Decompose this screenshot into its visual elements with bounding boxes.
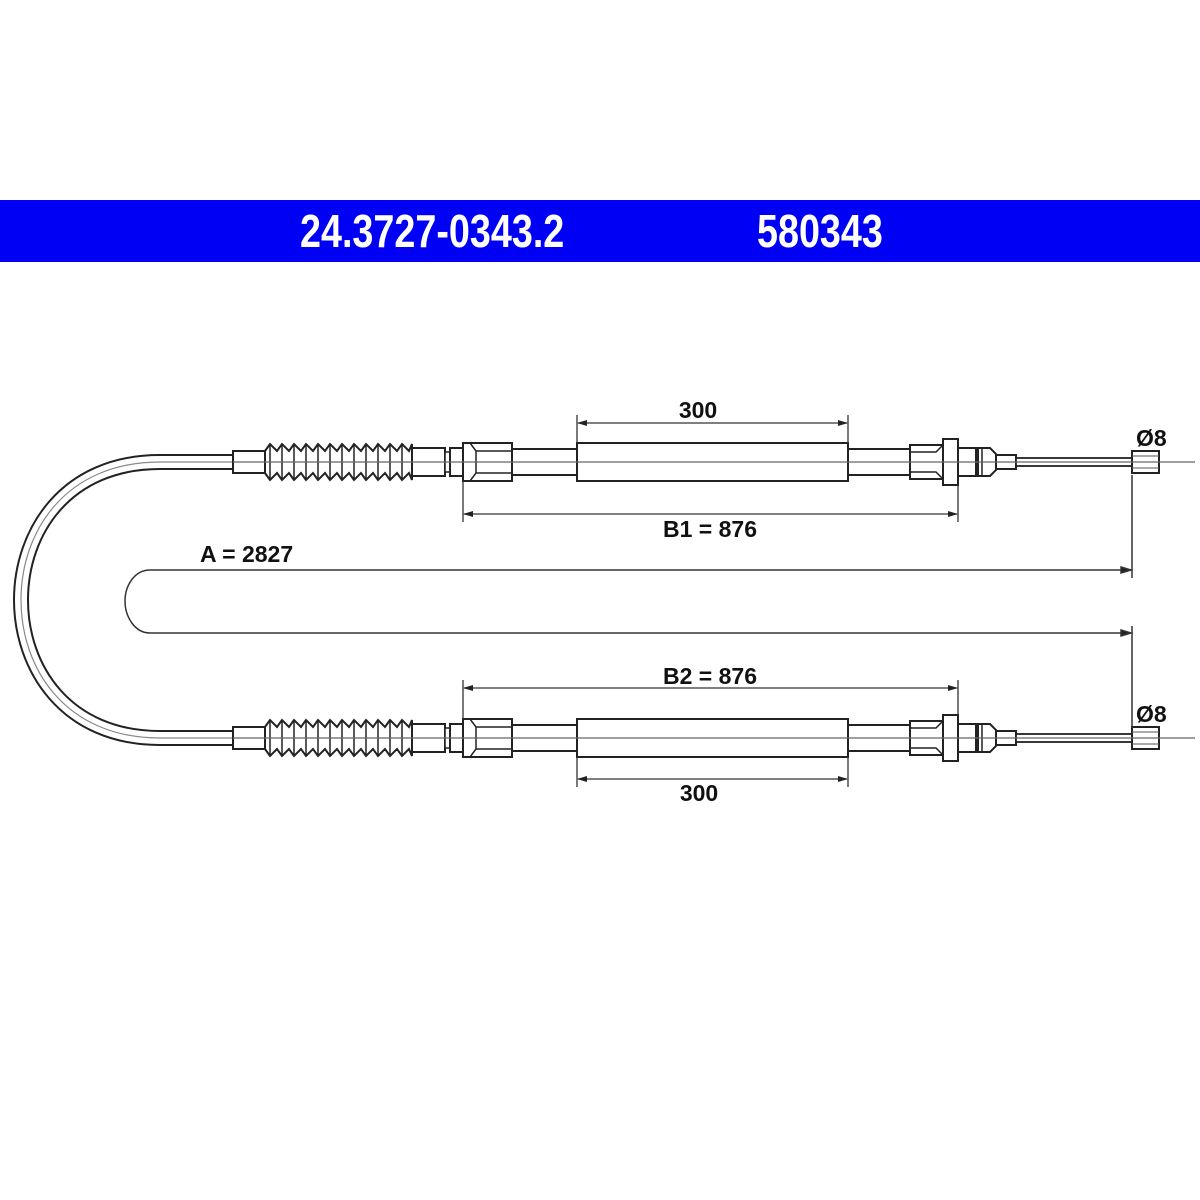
cable-branch-1	[232, 438, 1196, 486]
sleeve1-length-label: 300	[679, 397, 717, 423]
cable-loop	[12, 454, 233, 746]
a-length-label: A = 2827	[200, 541, 293, 567]
dimension-b2	[462, 680, 959, 719]
dimension-sleeve-1	[576, 415, 849, 443]
cable-branch-2	[232, 714, 1196, 762]
sleeve2-length-label: 300	[680, 780, 718, 806]
b1-length-label: B1 = 876	[663, 516, 757, 542]
dimension-a	[124, 475, 1134, 728]
title-banner: 24.3727-0343.2 580343	[0, 200, 1200, 262]
end1-diameter-label: Ø8	[1136, 425, 1167, 451]
dimension-b1	[462, 481, 959, 522]
dimension-sleeve-2	[576, 757, 849, 787]
b2-length-label: B2 = 876	[663, 663, 757, 689]
end2-diameter-label: Ø8	[1136, 701, 1167, 727]
reference-number: 580343	[757, 205, 883, 257]
part-number: 24.3727-0343.2	[300, 205, 565, 257]
